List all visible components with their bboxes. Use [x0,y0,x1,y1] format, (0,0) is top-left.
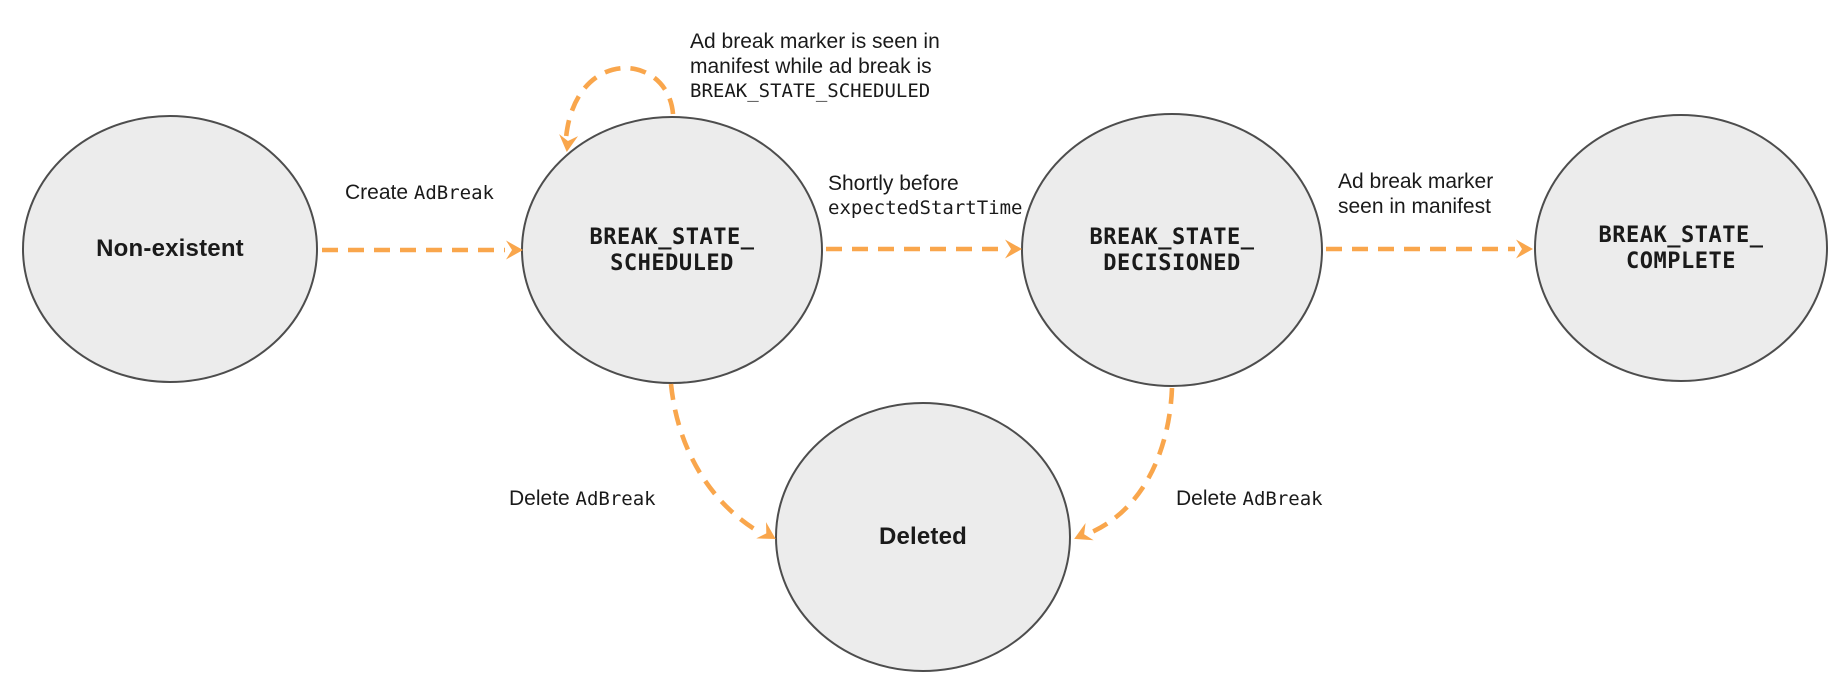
arrowhead-scheduled-to-decisioned [1005,239,1022,259]
arrowhead-decisioned-to-deleted [1074,523,1094,541]
node-circle-break-state-complete [1534,114,1828,382]
node-circle-non-existent [22,115,318,383]
edge-decisioned-to-deleted [1091,387,1175,535]
node-circle-break-state-scheduled [521,116,823,384]
arrowhead-scheduled-to-deleted [756,522,776,540]
edge-self-loop-scheduled [563,65,676,139]
node-circle-deleted [775,402,1071,672]
node-circle-break-state-decisioned [1021,113,1323,387]
edge-scheduled-to-deleted [668,383,761,534]
arrowhead-self-loop [559,134,579,152]
arrowhead-decisioned-to-complete [1516,239,1533,259]
arrowhead-create-adbreak [506,240,523,260]
